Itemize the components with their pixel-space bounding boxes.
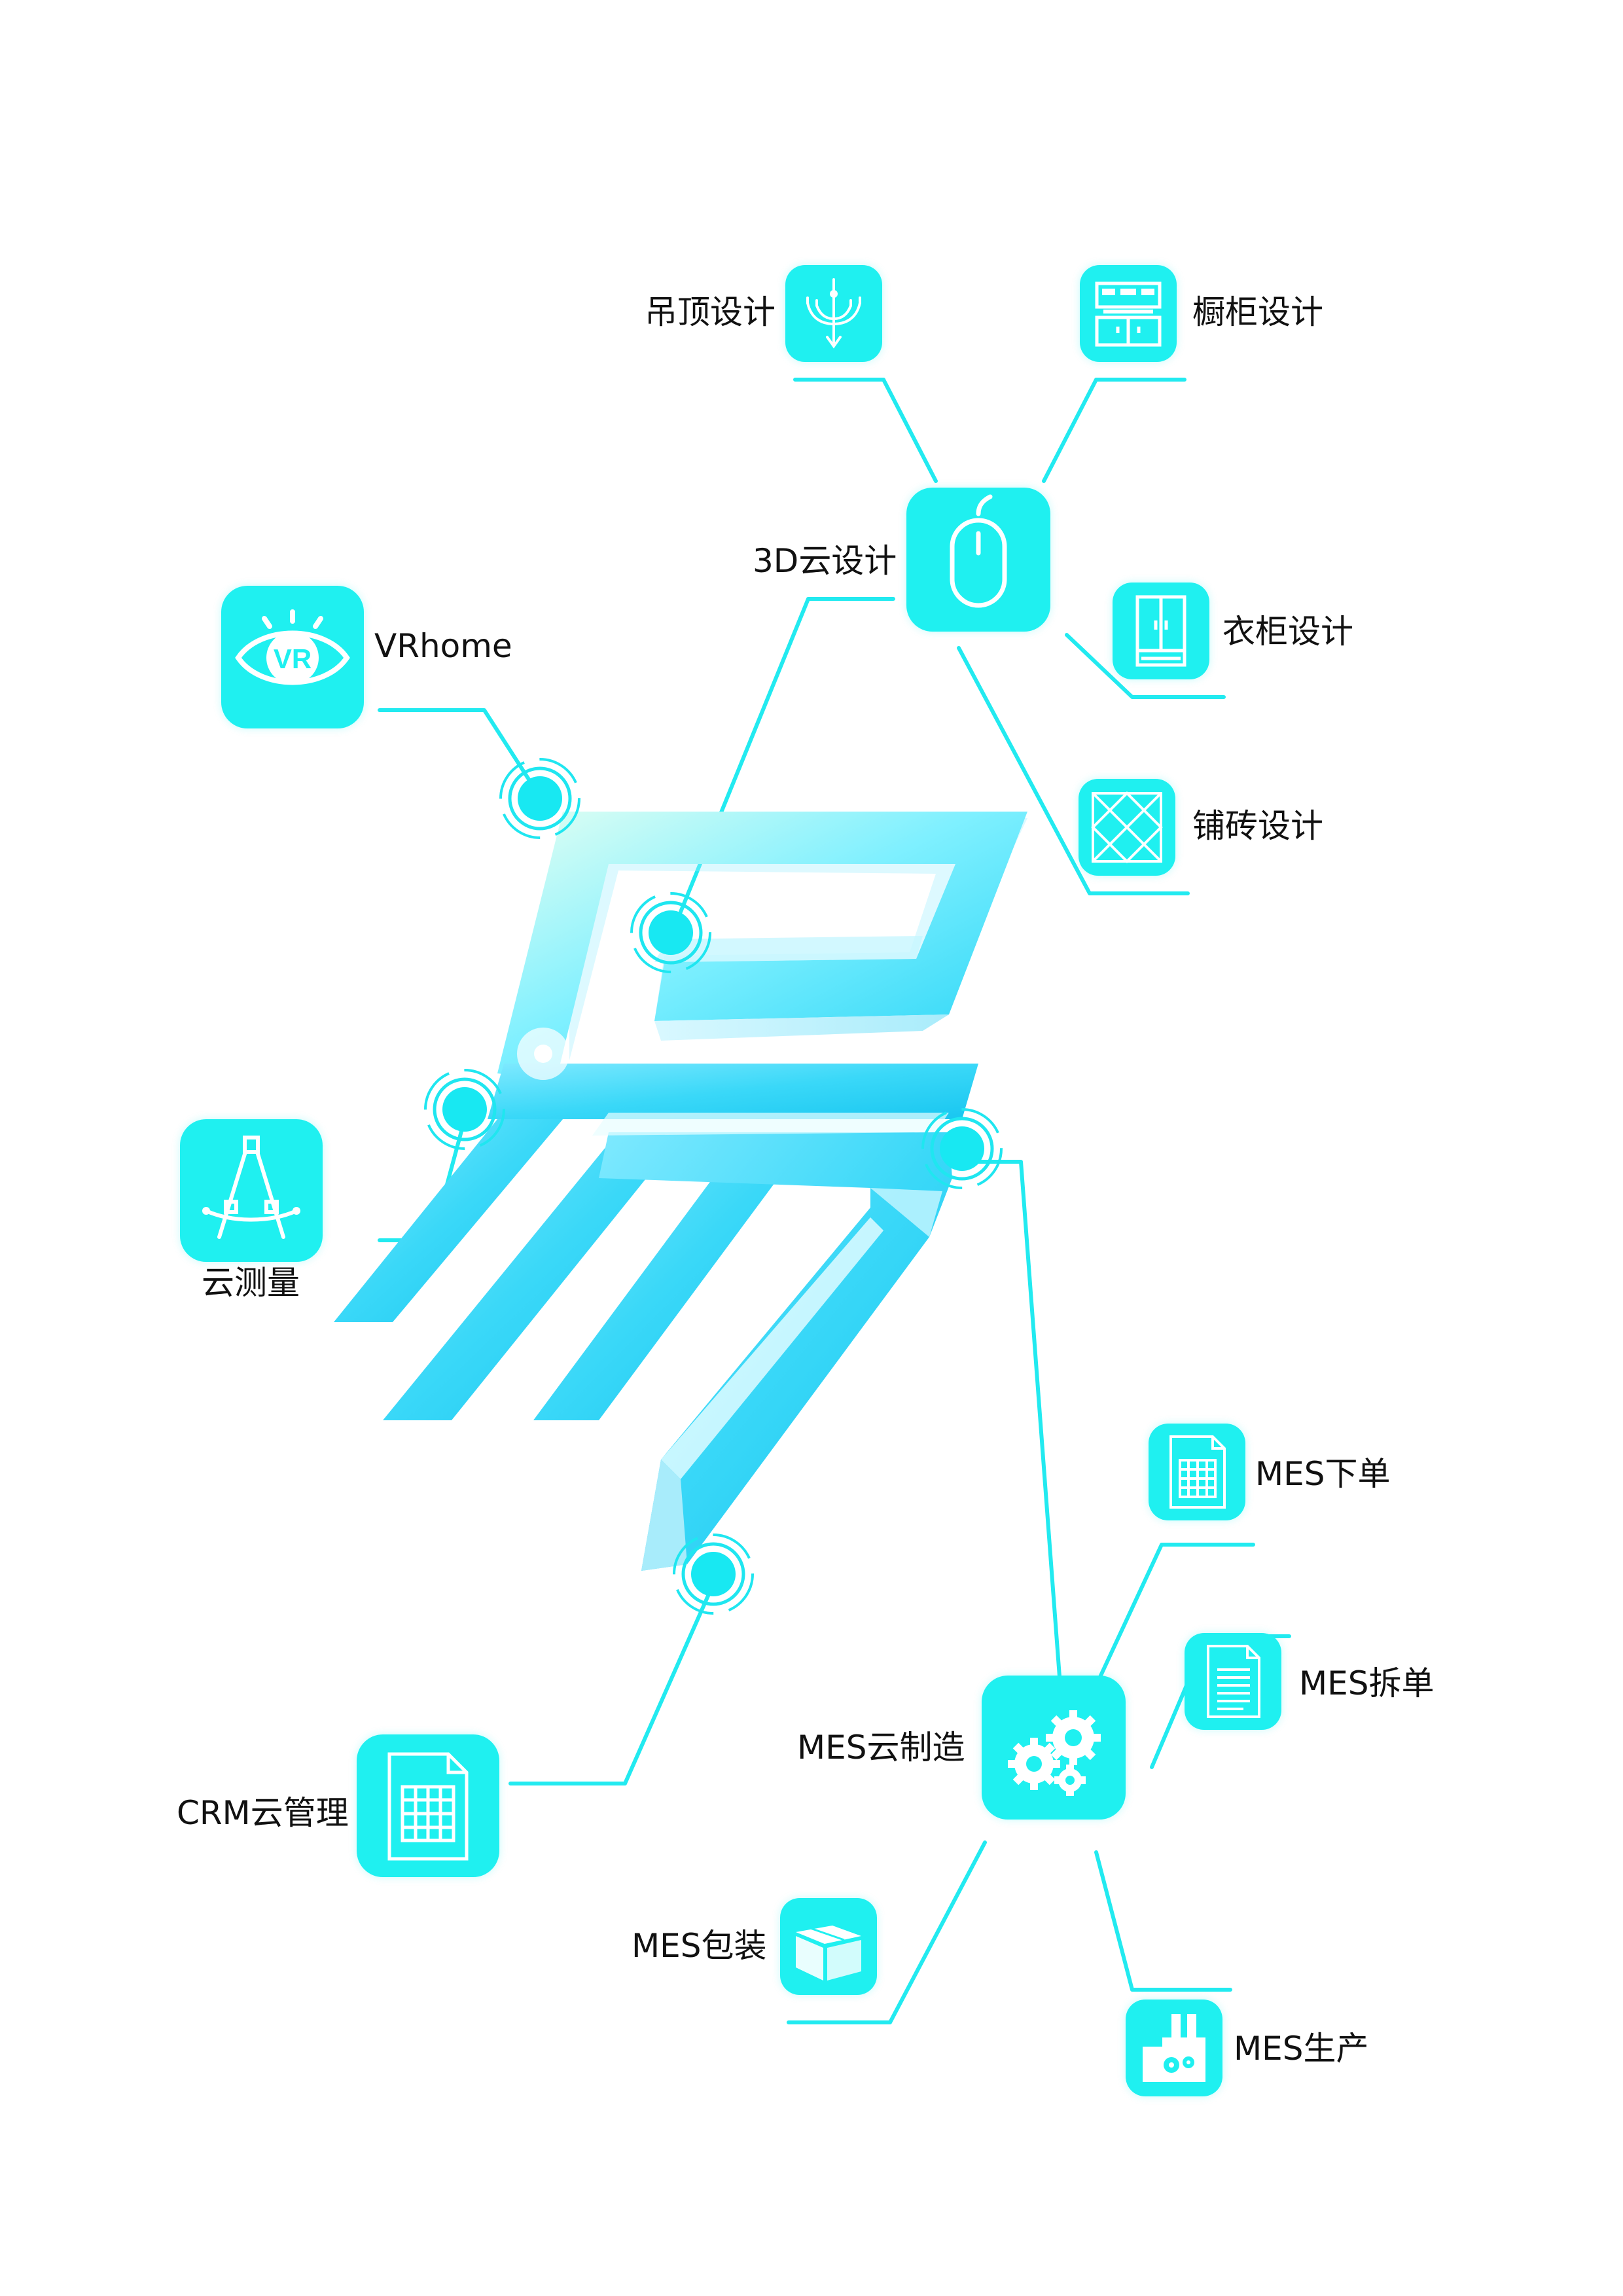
label-vrhome: VRhome	[374, 627, 512, 665]
tile-ceiling	[785, 265, 882, 362]
tile-cabinet	[1080, 265, 1177, 362]
tile-measure	[180, 1119, 323, 1262]
order-sheet-icon	[1169, 1435, 1226, 1509]
mouse-icon	[950, 494, 1007, 608]
tile-mes-order	[1149, 1424, 1245, 1520]
label-3d-design: 3D云设计	[753, 542, 897, 580]
tile-mes-pack	[780, 1898, 877, 1995]
connector-ceiling	[793, 378, 938, 483]
vr-icon-text: VR	[274, 643, 312, 674]
ring-mes	[921, 1108, 1003, 1189]
label-mes-produce: MES生产	[1234, 2030, 1369, 2068]
ring-3d-design	[630, 892, 711, 973]
ring-vrhome	[499, 758, 580, 839]
label-crm: CRM云管理	[177, 1794, 349, 1832]
label-mes-split: MES拆单	[1299, 1664, 1435, 1702]
label-mes-order: MES下单	[1255, 1455, 1391, 1493]
ring-crm	[673, 1534, 754, 1615]
wardrobe-icon	[1135, 595, 1186, 667]
label-wardrobe: 衣柜设计	[1222, 613, 1353, 651]
grid-document-icon	[387, 1752, 469, 1861]
vr-eye-icon: VR	[235, 609, 350, 685]
chandelier-icon	[806, 278, 861, 349]
connector-mes-produce	[1094, 1850, 1232, 1992]
compass-icon	[202, 1136, 300, 1239]
connector-mes-logo	[960, 1160, 1062, 1687]
factory-icon	[1143, 2014, 1205, 2082]
hub-mes	[982, 1676, 1126, 1820]
connector-crm	[508, 1582, 715, 1785]
document-icon	[1207, 1645, 1260, 1718]
connector-vrhome	[378, 708, 545, 804]
tile-crm	[357, 1734, 499, 1877]
kitchen-cabinet-icon	[1095, 281, 1162, 347]
label-ceiling: 吊顶设计	[645, 293, 776, 331]
label-cabinet: 橱柜设计	[1192, 293, 1323, 331]
connector-cabinet	[1042, 378, 1186, 483]
label-tile-design: 铺砖设计	[1192, 807, 1323, 845]
gears-icon	[1008, 1710, 1101, 1796]
connector-tile	[957, 646, 1190, 895]
tile-wardrobe	[1113, 583, 1209, 679]
connector-mes-order	[1094, 1543, 1255, 1687]
tile-vrhome: VR	[221, 586, 364, 728]
label-measure: 云测量	[202, 1264, 300, 1302]
box-icon	[796, 1926, 861, 1981]
label-mes: MES云制造	[797, 1729, 965, 1767]
connector-wardrobe	[1065, 633, 1226, 699]
label-mes-pack: MES包装	[632, 1927, 767, 1965]
tile-mes-produce	[1126, 2000, 1222, 2096]
tile-tile-design	[1079, 779, 1175, 876]
hub-3d-design	[906, 488, 1050, 632]
tile-mes-split	[1185, 1633, 1281, 1730]
tile-pattern-icon	[1091, 791, 1163, 863]
connector-mes-pack	[787, 1840, 987, 2024]
ring-measure	[424, 1069, 505, 1150]
